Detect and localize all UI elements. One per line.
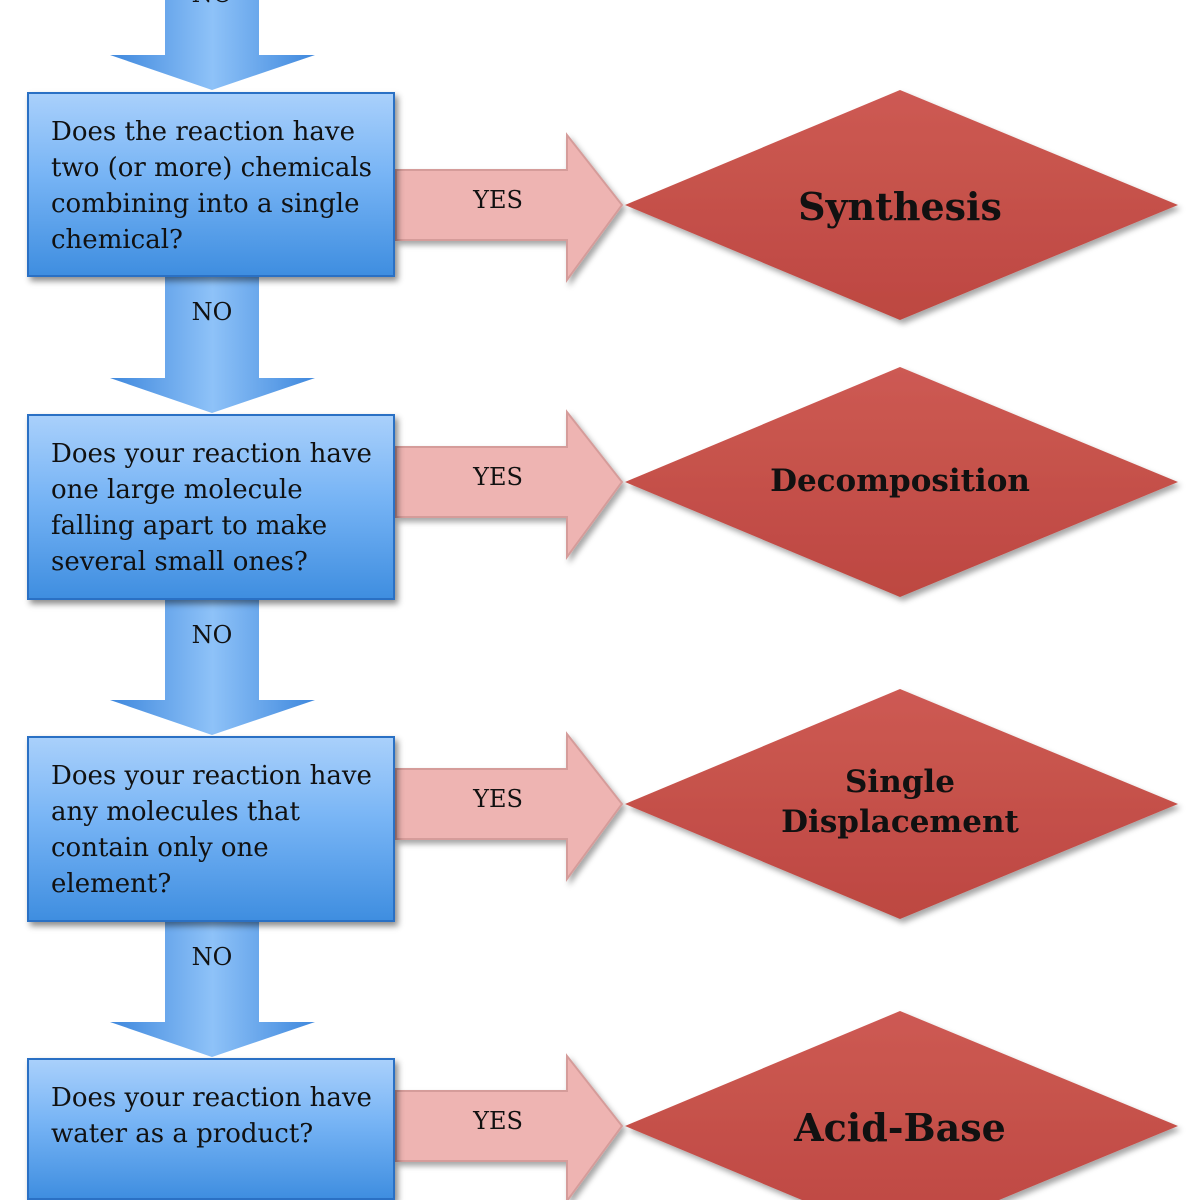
yes-label: YES	[473, 785, 523, 813]
yes-arrow	[395, 409, 624, 561]
question-box: Does your reaction have one large molecu…	[27, 414, 395, 600]
result-diamond	[625, 367, 1178, 597]
down-arrow	[110, 600, 315, 735]
yes-arrow	[395, 132, 624, 284]
no-label: NO	[191, 621, 233, 649]
result-diamond	[625, 90, 1178, 320]
question-text: Does your reaction have any molecules th…	[51, 761, 372, 899]
question-text: Does the reaction have two (or more) che…	[51, 117, 373, 255]
yes-arrow	[395, 731, 624, 883]
no-label: NO	[191, 943, 233, 971]
result-label: Synthesis	[798, 184, 1002, 229]
yes-label: YES	[473, 463, 523, 491]
question-box: Does your reaction have water as a produ…	[27, 1058, 395, 1200]
question-text: Does your reaction have water as a produ…	[51, 1083, 372, 1149]
result-diamond	[625, 689, 1178, 919]
down-arrow	[110, 277, 315, 413]
yes-arrow	[395, 1053, 624, 1200]
down-arrow	[110, 0, 315, 90]
no-label: NO	[191, 298, 233, 326]
result-diamond	[625, 1011, 1178, 1200]
yes-label: YES	[473, 186, 523, 214]
yes-label: YES	[473, 1107, 523, 1135]
down-arrow	[110, 922, 315, 1057]
question-box: Does your reaction have any molecules th…	[27, 736, 395, 922]
question-box: Does the reaction have two (or more) che…	[27, 92, 395, 277]
result-label: Decomposition	[770, 463, 1030, 499]
question-text: Does your reaction have one large molecu…	[51, 439, 372, 577]
no-label: NO	[150, 0, 274, 8]
result-label: Acid-Base	[794, 1105, 1006, 1150]
result-label: Single Displacement	[781, 764, 1019, 840]
